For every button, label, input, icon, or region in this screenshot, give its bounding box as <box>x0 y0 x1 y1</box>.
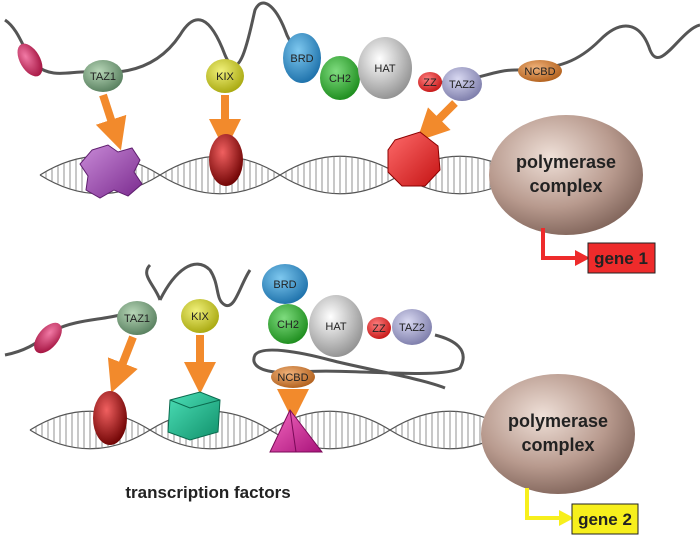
polymerase-label-line1: polymerase <box>508 411 608 431</box>
gene2-marker: gene 2 <box>525 488 639 535</box>
domain-label: HAT <box>325 321 346 333</box>
domain-label: CH2 <box>329 73 351 85</box>
gene1-label: gene 1 <box>594 249 648 268</box>
domain-kix-top: KIX <box>206 59 244 93</box>
domain-brd-top: BRD <box>283 33 321 83</box>
domain-ncbd-top: NCBD <box>518 60 562 82</box>
small-domain-top <box>17 43 43 77</box>
domain-hat-bottom: HAT <box>309 295 363 357</box>
domain-label: CH2 <box>277 319 299 331</box>
polymerase-complex-top: polymerase complex <box>489 115 643 235</box>
gene1-marker: gene 1 <box>541 228 656 274</box>
domain-zz-top: ZZ <box>418 72 442 92</box>
bottom-panel: TAZ1 KIX BRD CH2 HAT ZZ TAZ2 NCBD <box>4 262 639 535</box>
domain-zz-bottom: ZZ <box>367 317 391 339</box>
domain-label: BRD <box>290 53 313 65</box>
domain-hat-top: HAT <box>358 37 412 99</box>
binding-arrows-top <box>95 93 458 151</box>
small-domain-bottom <box>34 322 62 354</box>
domain-brd-bottom: BRD <box>262 264 308 304</box>
domain-ch2-top: CH2 <box>320 56 360 100</box>
polymerase-label-line1: polymerase <box>516 152 616 172</box>
tf-red-octagon-top <box>387 131 441 187</box>
domain-label: BRD <box>273 279 296 291</box>
domain-label: KIX <box>216 71 234 83</box>
domain-label: NCBD <box>277 372 308 384</box>
gene2-label: gene 2 <box>578 510 632 529</box>
domain-label: TAZ2 <box>449 79 475 91</box>
binding-arrows-bottom <box>107 335 309 421</box>
domain-label: TAZ2 <box>399 322 425 334</box>
tf-magenta-pyramid-bottom <box>269 409 324 453</box>
top-panel: TAZ1 KIX BRD CH2 HAT ZZ TAZ2 NCBD <box>4 1 700 274</box>
domain-label: HAT <box>374 63 395 75</box>
domain-taz2-bottom: TAZ2 <box>392 309 432 345</box>
domain-label: KIX <box>191 311 209 323</box>
domain-taz1-bottom: TAZ1 <box>117 301 157 335</box>
tf-teal-box-bottom <box>167 391 221 441</box>
domain-label: TAZ1 <box>124 313 150 325</box>
polymerase-label-line2: complex <box>529 176 602 196</box>
domain-kix-bottom: KIX <box>181 299 219 333</box>
domain-taz2-top: TAZ2 <box>442 67 482 101</box>
domain-ch2-bottom: CH2 <box>268 304 308 344</box>
domain-label: TAZ1 <box>90 71 116 83</box>
tf-darkred-oval-top <box>209 134 243 186</box>
domain-label: ZZ <box>423 77 437 89</box>
domain-taz1-top: TAZ1 <box>83 60 123 92</box>
tf-darkred-oval-bottom <box>93 391 127 445</box>
domain-ncbd-bottom: NCBD <box>271 366 315 388</box>
polymerase-complex-bottom: polymerase complex <box>481 374 635 494</box>
polymerase-label-line2: complex <box>521 435 594 455</box>
tf-purple-cross-top <box>79 144 143 199</box>
domain-label: ZZ <box>372 323 386 335</box>
caption-transcription-factors: transcription factors <box>125 483 290 502</box>
domain-label: NCBD <box>524 66 555 78</box>
protein-chain-top <box>4 1 700 84</box>
